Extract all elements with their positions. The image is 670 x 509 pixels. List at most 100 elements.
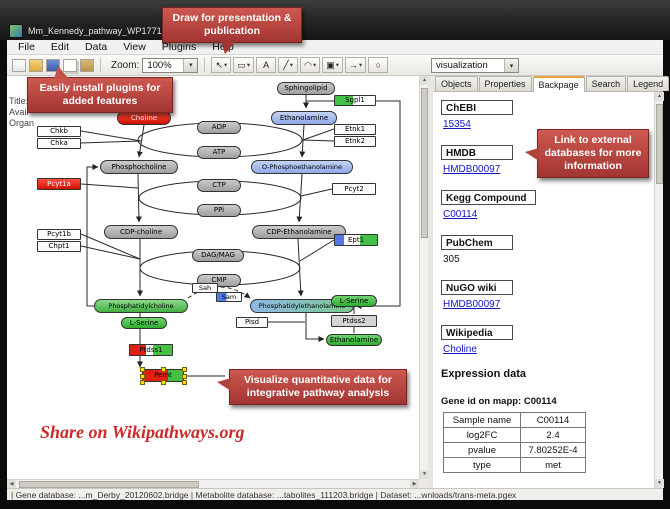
panel-scroll-thumb[interactable]: [656, 104, 663, 184]
pathway-node-chkb[interactable]: Chkb: [37, 126, 81, 137]
panel-vertical-scrollbar[interactable]: ▲ ▼: [654, 92, 664, 488]
pathway-node-o-phosphoethanolamine[interactable]: O-Phosphoethanolamine: [251, 160, 353, 174]
select-tool[interactable]: ↖▾: [211, 57, 232, 73]
visualization-select[interactable]: visualization ▾: [431, 58, 519, 73]
table-cell: log2FC: [443, 427, 521, 443]
pathway-node-dag-mag[interactable]: DAG/MAG: [192, 249, 244, 262]
pathway-node-ptdss2[interactable]: Ptdss2: [331, 315, 377, 327]
pathway-node-chpt1[interactable]: Chpt1: [37, 241, 81, 252]
db-header-chebi: ChEBI: [441, 100, 513, 115]
pathway-node-cdp-ethanolamine[interactable]: CDP-Ethanolamine: [252, 225, 346, 239]
menu-plugins[interactable]: Plugins: [161, 41, 197, 53]
pathway-node-ctp[interactable]: CTP: [197, 179, 241, 192]
selection-handle[interactable]: [140, 373, 145, 379]
pathway-node-l-serine-left[interactable]: L-Serine: [121, 317, 167, 329]
horizontal-scroll-thumb[interactable]: [19, 481, 199, 488]
arc-tool[interactable]: ◠▾: [300, 57, 321, 73]
pathway-node-cdp-choline[interactable]: CDP-choline: [104, 225, 178, 239]
chevron-down-icon[interactable]: ▾: [312, 62, 317, 69]
scroll-down-icon[interactable]: ▼: [655, 479, 664, 488]
tab-backpage[interactable]: Backpage: [532, 76, 585, 92]
open-file-icon[interactable]: [29, 58, 43, 72]
selection-handle[interactable]: [182, 367, 187, 372]
pathway-node-pisd[interactable]: Pisd: [236, 317, 268, 328]
kegg-id-link[interactable]: C00114: [443, 209, 478, 220]
pathway-node-ethanolamine-bottom[interactable]: Ethanolamine: [326, 334, 382, 346]
pathway-node-etnk2[interactable]: Etnk2: [334, 136, 376, 147]
pathway-node-pcyt2[interactable]: Pcyt2: [332, 183, 376, 195]
backpage-content: ChEBI 15354 HMDB HMDB00097 Kegg Compound…: [433, 92, 654, 488]
chevron-down-icon[interactable]: ▾: [359, 62, 363, 69]
chevron-down-icon[interactable]: ▾: [289, 62, 293, 69]
visualization-value: visualization: [436, 60, 488, 71]
zoom-select[interactable]: 100% ▾: [142, 57, 199, 73]
chevron-down-icon[interactable]: ▾: [183, 58, 198, 72]
new-file-icon[interactable]: [12, 58, 26, 72]
pathway-node-sphingolipid[interactable]: Sphingolipid: [277, 82, 335, 95]
selection-handle[interactable]: [140, 380, 145, 385]
chebi-id-link[interactable]: 15354: [443, 119, 471, 130]
shape-tool[interactable]: ▣▾: [322, 57, 344, 73]
side-panel: Objects Properties Backpage Search Legen…: [433, 76, 670, 488]
pathway-node-adp[interactable]: ADP: [197, 121, 241, 134]
tab-legend[interactable]: Legend: [627, 76, 670, 91]
hmdb-id-link[interactable]: HMDB00097: [443, 164, 501, 175]
menu-file[interactable]: File: [18, 41, 35, 53]
pathway-node-pcyt1a[interactable]: Pcyt1a: [37, 178, 81, 190]
pathway-node-phosphocholine[interactable]: Phosphocholine: [100, 160, 178, 174]
pathway-node-phosphatidylethanolamine[interactable]: Phosphatidylethanolamine: [250, 299, 354, 313]
label-tool[interactable]: A: [256, 57, 277, 73]
pathway-node-sah[interactable]: Sah: [192, 283, 218, 293]
chevron-down-icon[interactable]: ▾: [223, 62, 228, 69]
table-row: type met: [443, 457, 586, 473]
pathway-node-l-serine-right[interactable]: L-Serine: [331, 295, 377, 307]
paste-icon[interactable]: [80, 58, 94, 72]
scroll-right-icon[interactable]: ▶: [410, 480, 419, 489]
tab-properties[interactable]: Properties: [478, 76, 532, 91]
pathway-node-pcyt1b[interactable]: Pcyt1b: [37, 229, 81, 240]
tab-objects[interactable]: Objects: [435, 76, 478, 91]
scroll-down-icon[interactable]: ▼: [420, 470, 429, 479]
menu-view[interactable]: View: [123, 41, 146, 53]
datanode-tool[interactable]: ▭▾: [233, 57, 255, 73]
line-tool[interactable]: ╱▾: [278, 57, 299, 73]
pathway-node-ept1[interactable]: Ept1: [334, 234, 378, 246]
selection-handle[interactable]: [182, 380, 187, 385]
canvas-vertical-scrollbar[interactable]: ▲ ▼: [419, 76, 429, 479]
scroll-up-icon[interactable]: ▲: [655, 92, 664, 101]
db-header-hmdb: HMDB: [441, 145, 513, 160]
pathway-node-choline[interactable]: Choline: [117, 111, 171, 125]
pathway-node-sam[interactable]: Sam: [216, 292, 242, 302]
pathway-node-ptdss1[interactable]: Ptdss1: [129, 344, 173, 356]
pathway-node-etnk1[interactable]: Etnk1: [334, 124, 376, 135]
tab-search[interactable]: Search: [585, 76, 627, 91]
chevron-down-icon[interactable]: ▾: [335, 62, 340, 69]
selection-handle[interactable]: [161, 380, 166, 385]
db-header-nugo: NuGO wiki: [441, 280, 513, 295]
selection-handle[interactable]: [140, 367, 145, 372]
menu-data[interactable]: Data: [85, 41, 108, 53]
menu-edit[interactable]: Edit: [50, 41, 70, 53]
menu-bar: File Edit Data View Plugins Help: [7, 40, 663, 55]
ellipse-tool[interactable]: ○: [368, 57, 389, 73]
pathway-node-atp[interactable]: ATP: [197, 146, 241, 159]
selection-handle[interactable]: [161, 367, 166, 372]
chevron-down-icon[interactable]: ▾: [246, 62, 251, 69]
pathway-node-chka[interactable]: Chka: [37, 138, 81, 149]
pathway-node-sgpl1[interactable]: Sgpl1: [334, 95, 376, 106]
panel-splitter[interactable]: [428, 76, 433, 488]
nugo-id-link[interactable]: HMDB00097: [443, 299, 501, 310]
canvas-horizontal-scrollbar[interactable]: ◀ ▶: [7, 479, 419, 489]
scroll-left-icon[interactable]: ◀: [7, 480, 16, 489]
vertical-scroll-thumb[interactable]: [421, 88, 428, 238]
wikipedia-link[interactable]: Choline: [443, 344, 477, 355]
scroll-up-icon[interactable]: ▲: [420, 76, 429, 85]
pathway-node-ppi[interactable]: PPi: [197, 204, 241, 217]
selection-handle[interactable]: [182, 373, 187, 379]
window-title: Mm_Kennedy_pathway_WP1771_45176.gpml: [28, 26, 178, 36]
arrow-tool[interactable]: →▾: [345, 57, 367, 73]
pathway-node-phosphatidylcholine[interactable]: Phosphatidylcholine: [94, 299, 188, 313]
pathway-node-ethanolamine-top[interactable]: Ethanolamine: [271, 111, 337, 125]
chevron-down-icon[interactable]: ▾: [504, 59, 518, 72]
